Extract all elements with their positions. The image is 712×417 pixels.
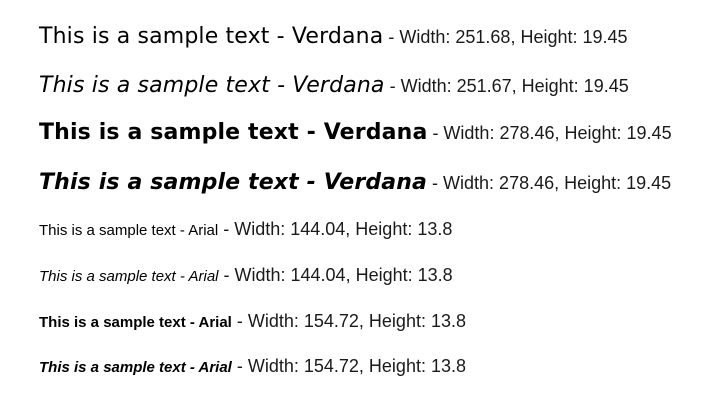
text-line-verdana-bold: This is a sample text - Verdana - Width:… (39, 122, 672, 144)
sample-text: This is a sample text - Arial (39, 314, 232, 331)
text-line-verdana-regular: This is a sample text - Verdana - Width:… (39, 26, 628, 48)
measurement-text: - Width: 154.72, Height: 13.8 (231, 311, 466, 331)
text-line-verdana-bold-italic: This is a sample text - Verdana - Width:… (39, 172, 671, 194)
text-line-arial-italic: This is a sample text - Arial - Width: 1… (39, 266, 453, 285)
sample-text: This is a sample text - Arial (39, 359, 232, 376)
sample-text: This is a sample text - Verdana (39, 170, 428, 195)
sample-text: This is a sample text - Verdana (39, 24, 384, 49)
sample-text: This is a sample text - Verdana (39, 73, 385, 98)
text-line-verdana-italic: This is a sample text - Verdana - Width:… (39, 75, 629, 97)
measurement-text: - Width: 278.46, Height: 19.45 (427, 173, 672, 193)
text-line-arial-bold: This is a sample text - Arial - Width: 1… (39, 312, 466, 331)
text-line-arial-bold-italic: This is a sample text - Arial - Width: 1… (39, 357, 466, 376)
text-line-arial-regular: This is a sample text - Arial - Width: 1… (39, 220, 452, 239)
measurement-text: - Width: 144.04, Height: 13.8 (218, 265, 453, 285)
measurement-text: - Width: 154.72, Height: 13.8 (231, 356, 466, 376)
sample-text: This is a sample text - Arial (39, 268, 219, 285)
measurement-text: - Width: 251.67, Height: 19.45 (384, 76, 629, 96)
measurement-text: - Width: 251.68, Height: 19.45 (383, 27, 628, 47)
measurement-text: - Width: 278.46, Height: 19.45 (427, 123, 672, 143)
sample-text: This is a sample text - Arial (39, 222, 219, 239)
sample-text: This is a sample text - Verdana (39, 120, 428, 145)
measurement-text: - Width: 144.04, Height: 13.8 (218, 219, 453, 239)
